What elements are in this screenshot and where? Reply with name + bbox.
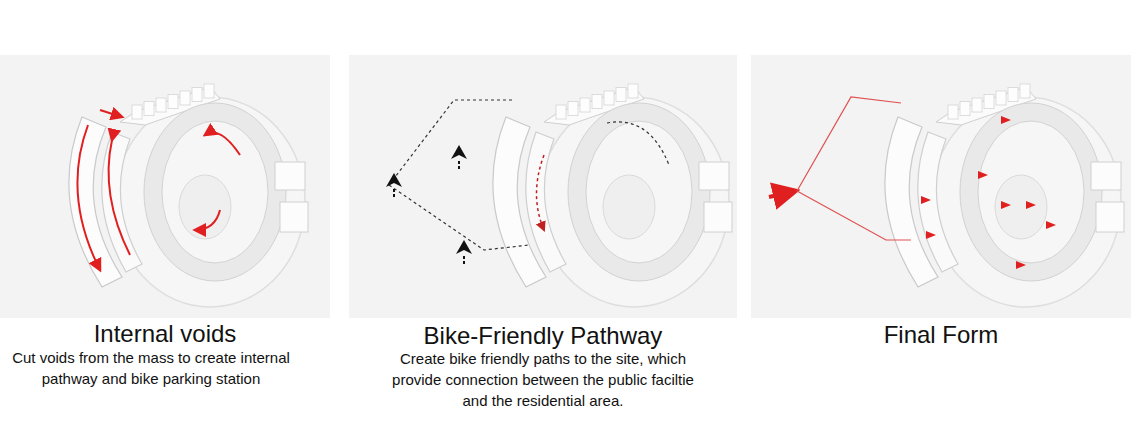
- panel-illustration: [751, 55, 1131, 318]
- panel-illustration: [349, 55, 737, 318]
- panel: Bike-Friendly PathwayCreate bike friendl…: [349, 55, 737, 425]
- panel-heading: Bike-Friendly Pathway: [424, 322, 663, 350]
- panel-heading: Internal voids: [94, 320, 237, 348]
- panel-description: Create bike friendly paths to the site, …: [383, 348, 703, 411]
- panel-heading: Final Form: [884, 321, 999, 349]
- panel: Internal voidsCut voids from the mass to…: [0, 55, 330, 425]
- panel-description: Cut voids from the mass to create intern…: [6, 347, 296, 389]
- panel-illustration: [0, 55, 330, 318]
- panel: Final Form: [751, 55, 1131, 425]
